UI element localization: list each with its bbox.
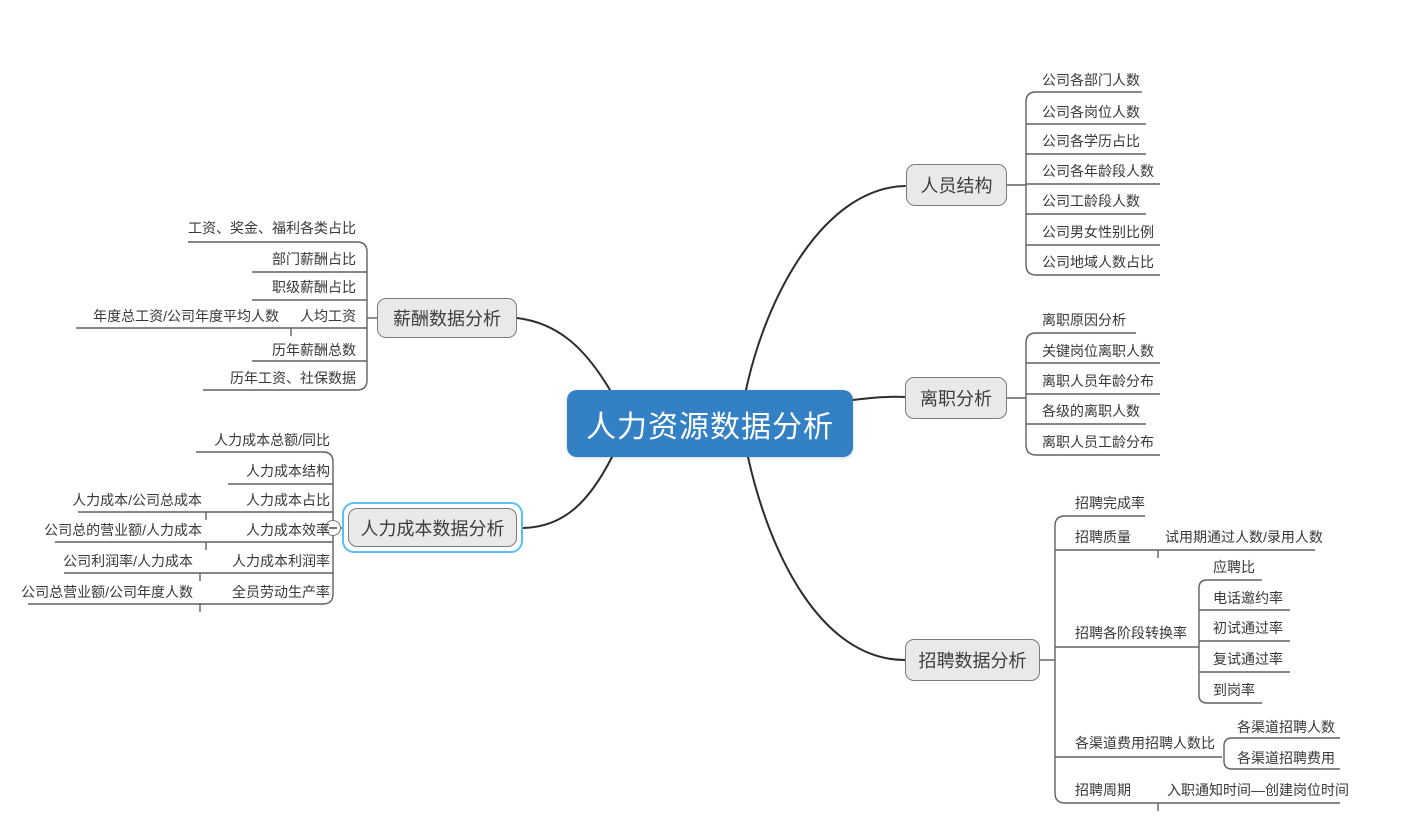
branch-topic-cost[interactable]: 人力成本数据分析 [348, 508, 517, 547]
topic-apply-ratio[interactable]: 应聘比 [1213, 559, 1255, 575]
topic-hire-quality[interactable]: 招聘质量 [1075, 529, 1131, 545]
topic-hire-cycle-formula[interactable]: 入职通知时间—创建岗位时间 [1167, 782, 1349, 798]
topic-leaver-tenure[interactable]: 离职人员工龄分布 [1042, 434, 1154, 450]
topic-age-groups[interactable]: 公司各年龄段人数 [1042, 163, 1154, 179]
topic-key-post-leavers[interactable]: 关键岗位离职人数 [1042, 343, 1154, 359]
topic-hire-cycle[interactable]: 招聘周期 [1075, 782, 1131, 798]
topic-cost-ratio-formula[interactable]: 人力成本/公司总成本 [72, 492, 202, 508]
topic-channel-hires[interactable]: 各渠道招聘人数 [1237, 719, 1335, 735]
branch-topic-recruiting[interactable]: 招聘数据分析 [905, 639, 1040, 681]
topic-hire-completion[interactable]: 招聘完成率 [1075, 495, 1145, 511]
topic-phone-invite-rate[interactable]: 电话邀约率 [1213, 590, 1283, 606]
topic-channel-cost[interactable]: 各渠道招聘费用 [1237, 750, 1335, 766]
topic-avg-salary[interactable]: 人均工资 [300, 308, 356, 324]
topic-leavers-by-level[interactable]: 各级的离职人数 [1042, 403, 1140, 419]
topic-region-ratio[interactable]: 公司地域人数占比 [1042, 254, 1154, 270]
collapse-button[interactable] [325, 520, 341, 536]
topic-cost-profit-rate[interactable]: 人力成本利润率 [232, 553, 330, 569]
branch-topic-salary[interactable]: 薪酬数据分析 [377, 298, 517, 338]
topic-second-pass-rate[interactable]: 复试通过率 [1213, 651, 1283, 667]
topic-channel-cost-ratio[interactable]: 各渠道费用招聘人数比 [1075, 735, 1215, 751]
topic-tenure-groups[interactable]: 公司工龄段人数 [1042, 193, 1140, 209]
branch-topic-structure[interactable]: 人员结构 [906, 164, 1007, 206]
collapse-minus-icon [329, 527, 337, 529]
topic-post-headcount[interactable]: 公司各岗位人数 [1042, 104, 1140, 120]
topic-salary-mix[interactable]: 工资、奖金、福利各类占比 [188, 220, 356, 236]
topic-leave-reason[interactable]: 离职原因分析 [1042, 312, 1126, 328]
topic-productivity-formula[interactable]: 公司总营业额/公司年度人数 [21, 584, 193, 600]
branch-topic-turnover[interactable]: 离职分析 [905, 377, 1007, 419]
topic-hire-quality-formula[interactable]: 试用期通过人数/录用人数 [1165, 529, 1323, 545]
topic-cost-structure[interactable]: 人力成本结构 [246, 463, 330, 479]
topic-cost-efficiency-formula[interactable]: 公司总的营业额/人力成本 [44, 522, 202, 538]
topic-pay-total-history[interactable]: 历年薪酬总数 [272, 342, 356, 358]
topic-dept-headcount[interactable]: 公司各部门人数 [1042, 72, 1140, 88]
topic-leaver-age[interactable]: 离职人员年龄分布 [1042, 373, 1154, 389]
root-topic[interactable]: 人力资源数据分析 [567, 390, 853, 457]
topic-labor-productivity[interactable]: 全员劳动生产率 [232, 584, 330, 600]
topic-onboard-rate[interactable]: 到岗率 [1213, 682, 1255, 698]
topic-avg-salary-formula[interactable]: 年度总工资/公司年度平均人数 [93, 308, 279, 324]
topic-cost-total[interactable]: 人力成本总额/同比 [214, 432, 330, 448]
topic-stage-conversion[interactable]: 招聘各阶段转换率 [1075, 625, 1187, 641]
topic-cost-profit-formula[interactable]: 公司利润率/人力成本 [63, 553, 193, 569]
topic-cost-efficiency[interactable]: 人力成本效率 [246, 522, 330, 538]
topic-cost-ratio[interactable]: 人力成本占比 [246, 492, 330, 508]
topic-gender-ratio[interactable]: 公司男女性别比例 [1042, 224, 1154, 240]
topic-first-pass-rate[interactable]: 初试通过率 [1213, 620, 1283, 636]
topic-grade-pay-share[interactable]: 职级薪酬占比 [272, 279, 356, 295]
topic-pay-social-history[interactable]: 历年工资、社保数据 [230, 370, 356, 386]
topic-education-ratio[interactable]: 公司各学历占比 [1042, 133, 1140, 149]
selection-outline [342, 502, 523, 553]
topic-dept-pay-share[interactable]: 部门薪酬占比 [272, 251, 356, 267]
